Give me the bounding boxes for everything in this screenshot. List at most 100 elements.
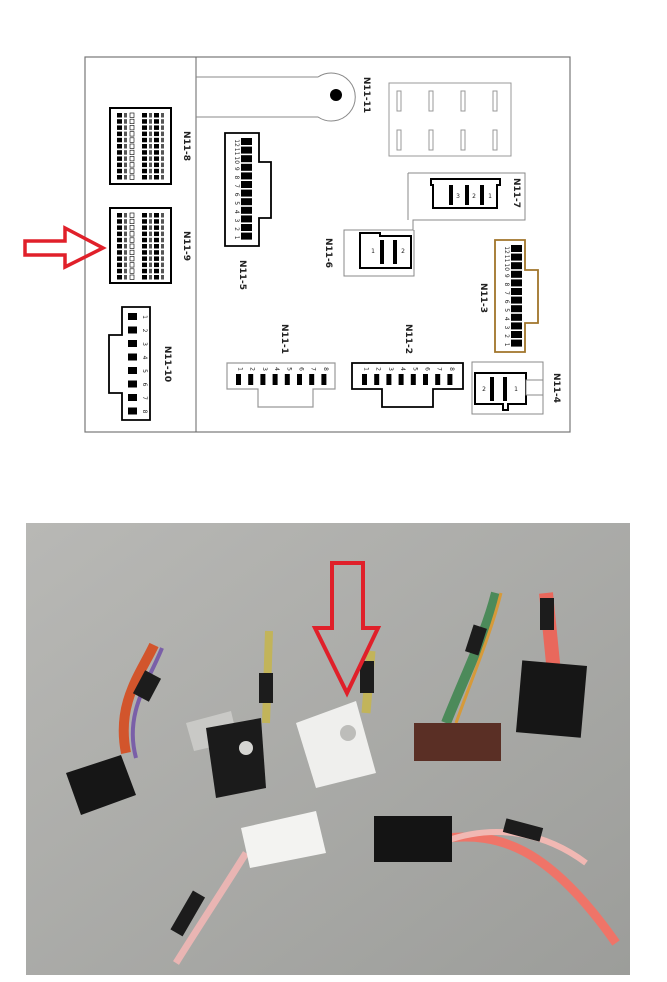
pin-label: 8 bbox=[141, 410, 148, 414]
harness-black-left bbox=[66, 642, 164, 815]
pin bbox=[423, 374, 428, 385]
pin-label: 2 bbox=[401, 248, 405, 255]
pin bbox=[117, 125, 122, 130]
pin-empty bbox=[129, 131, 135, 137]
connectors-photo bbox=[26, 523, 630, 975]
pin-label: 7 bbox=[141, 396, 148, 400]
pin bbox=[117, 156, 122, 161]
pin bbox=[124, 225, 127, 230]
pin bbox=[161, 175, 164, 180]
pin-label: 3 bbox=[261, 367, 268, 371]
pin-label: 3 bbox=[503, 325, 510, 329]
pin bbox=[149, 250, 152, 255]
pin bbox=[149, 131, 152, 137]
pin bbox=[149, 175, 152, 180]
pin bbox=[142, 250, 147, 255]
pin bbox=[321, 374, 327, 385]
pin-label: 12 bbox=[503, 246, 510, 254]
pin-empty bbox=[129, 143, 135, 149]
pin-label: 2 bbox=[141, 329, 148, 333]
pin bbox=[149, 219, 152, 224]
pin-label: 6 bbox=[141, 383, 148, 387]
pin bbox=[511, 279, 522, 287]
label-n11-2: N11-2 bbox=[403, 324, 413, 354]
pin bbox=[241, 189, 252, 197]
pin bbox=[149, 150, 152, 155]
pin bbox=[241, 232, 252, 240]
pin bbox=[117, 137, 122, 143]
pin bbox=[511, 296, 522, 304]
pin bbox=[124, 144, 127, 149]
pin-label: 2 bbox=[503, 334, 510, 338]
pin bbox=[154, 168, 159, 174]
pin bbox=[511, 322, 522, 330]
pin-label: 1 bbox=[237, 367, 244, 371]
pin bbox=[149, 225, 152, 230]
pin bbox=[117, 275, 122, 280]
connector-n11-4: 2 1 N11-4 bbox=[471, 361, 561, 415]
pin bbox=[154, 125, 159, 130]
pin-label: 5 bbox=[141, 369, 148, 373]
pin-empty bbox=[129, 274, 135, 280]
pin-empty bbox=[129, 174, 135, 180]
pin-label: 2 bbox=[249, 367, 256, 371]
pin-label: 3 bbox=[456, 193, 460, 200]
harness-black-clip bbox=[186, 630, 273, 798]
label-n11-9: N11-9 bbox=[181, 231, 191, 261]
pin-label: 10 bbox=[503, 263, 510, 271]
pin bbox=[154, 137, 159, 143]
pin-label: 7 bbox=[503, 291, 510, 295]
pin bbox=[124, 237, 127, 243]
pin bbox=[241, 181, 252, 188]
pin bbox=[154, 237, 159, 243]
pin bbox=[124, 168, 127, 174]
pin-label: 5 bbox=[233, 201, 240, 205]
pin bbox=[374, 374, 380, 385]
pin bbox=[124, 156, 127, 161]
pin bbox=[511, 331, 522, 338]
pin-empty bbox=[129, 225, 135, 231]
harness-black-red bbox=[515, 592, 588, 738]
pin bbox=[117, 262, 122, 268]
pin bbox=[161, 113, 164, 118]
pin bbox=[154, 250, 159, 255]
pin bbox=[128, 313, 137, 320]
pin bbox=[511, 305, 522, 313]
pin bbox=[128, 407, 137, 415]
pin bbox=[154, 275, 159, 280]
pin-empty bbox=[129, 243, 135, 249]
highlight-arrow-down bbox=[311, 561, 382, 698]
pin bbox=[117, 250, 122, 255]
pin bbox=[142, 237, 147, 243]
pin bbox=[142, 231, 147, 237]
pin bbox=[124, 175, 127, 180]
pin-label: 1 bbox=[371, 248, 375, 255]
pin bbox=[117, 256, 122, 261]
pin bbox=[149, 162, 152, 168]
pin bbox=[154, 113, 159, 118]
pin bbox=[435, 374, 441, 385]
pin bbox=[117, 244, 122, 249]
pin-label: 1 bbox=[488, 193, 492, 200]
pin bbox=[161, 225, 164, 230]
pin-label: 7 bbox=[310, 367, 317, 371]
pin bbox=[154, 244, 159, 249]
pin bbox=[309, 374, 315, 385]
pin bbox=[142, 150, 147, 155]
relay-outline bbox=[388, 82, 512, 157]
pin-label: 6 bbox=[233, 193, 240, 197]
pin bbox=[128, 353, 137, 361]
pin-label: 7 bbox=[233, 184, 240, 188]
pin bbox=[149, 137, 152, 143]
pin-label: 8 bbox=[448, 367, 455, 371]
pin-label: 2 bbox=[472, 193, 476, 200]
pin bbox=[142, 156, 147, 161]
pin bbox=[124, 162, 127, 168]
connector-n11-7: 3 2 1 N11-7 bbox=[430, 178, 521, 209]
pin bbox=[154, 119, 159, 124]
pin bbox=[124, 250, 127, 255]
label-n11-3: N11-3 bbox=[478, 283, 488, 313]
pin-label: 1 bbox=[233, 236, 240, 240]
